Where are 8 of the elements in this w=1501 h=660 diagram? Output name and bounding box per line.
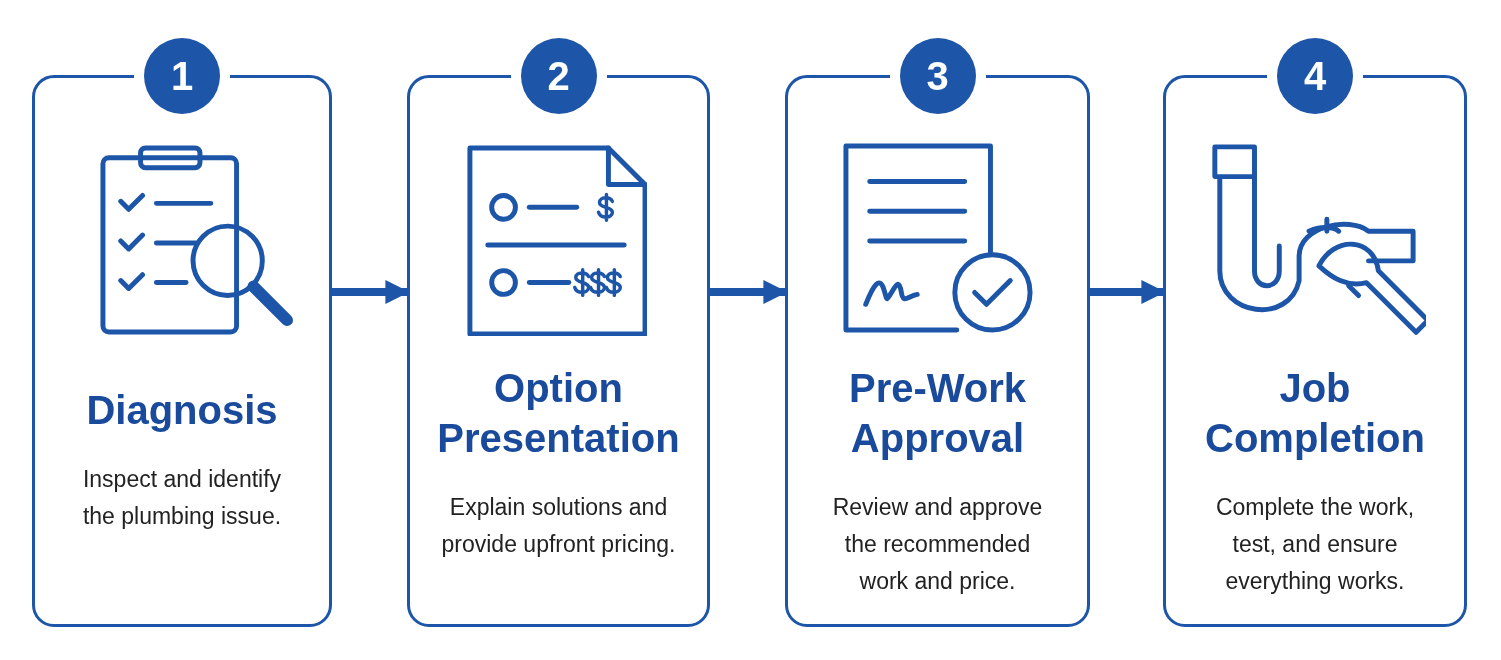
- step-description: Explain solutions and provide upfront pricing.: [440, 493, 677, 559]
- step-description: Inspect and identify the plumbing issue.: [81, 465, 283, 531]
- step-title: Diagnosis: [85, 387, 279, 434]
- step-description: Review and approve the recommended work and price.: [831, 493, 1044, 596]
- step-title: Option Presentation: [436, 365, 681, 462]
- step-title: Job Completion: [1204, 365, 1426, 462]
- step-title: Pre-Work Approval: [847, 365, 1028, 462]
- step-description: Complete the work, test, and ensure everything works.: [1214, 493, 1416, 596]
